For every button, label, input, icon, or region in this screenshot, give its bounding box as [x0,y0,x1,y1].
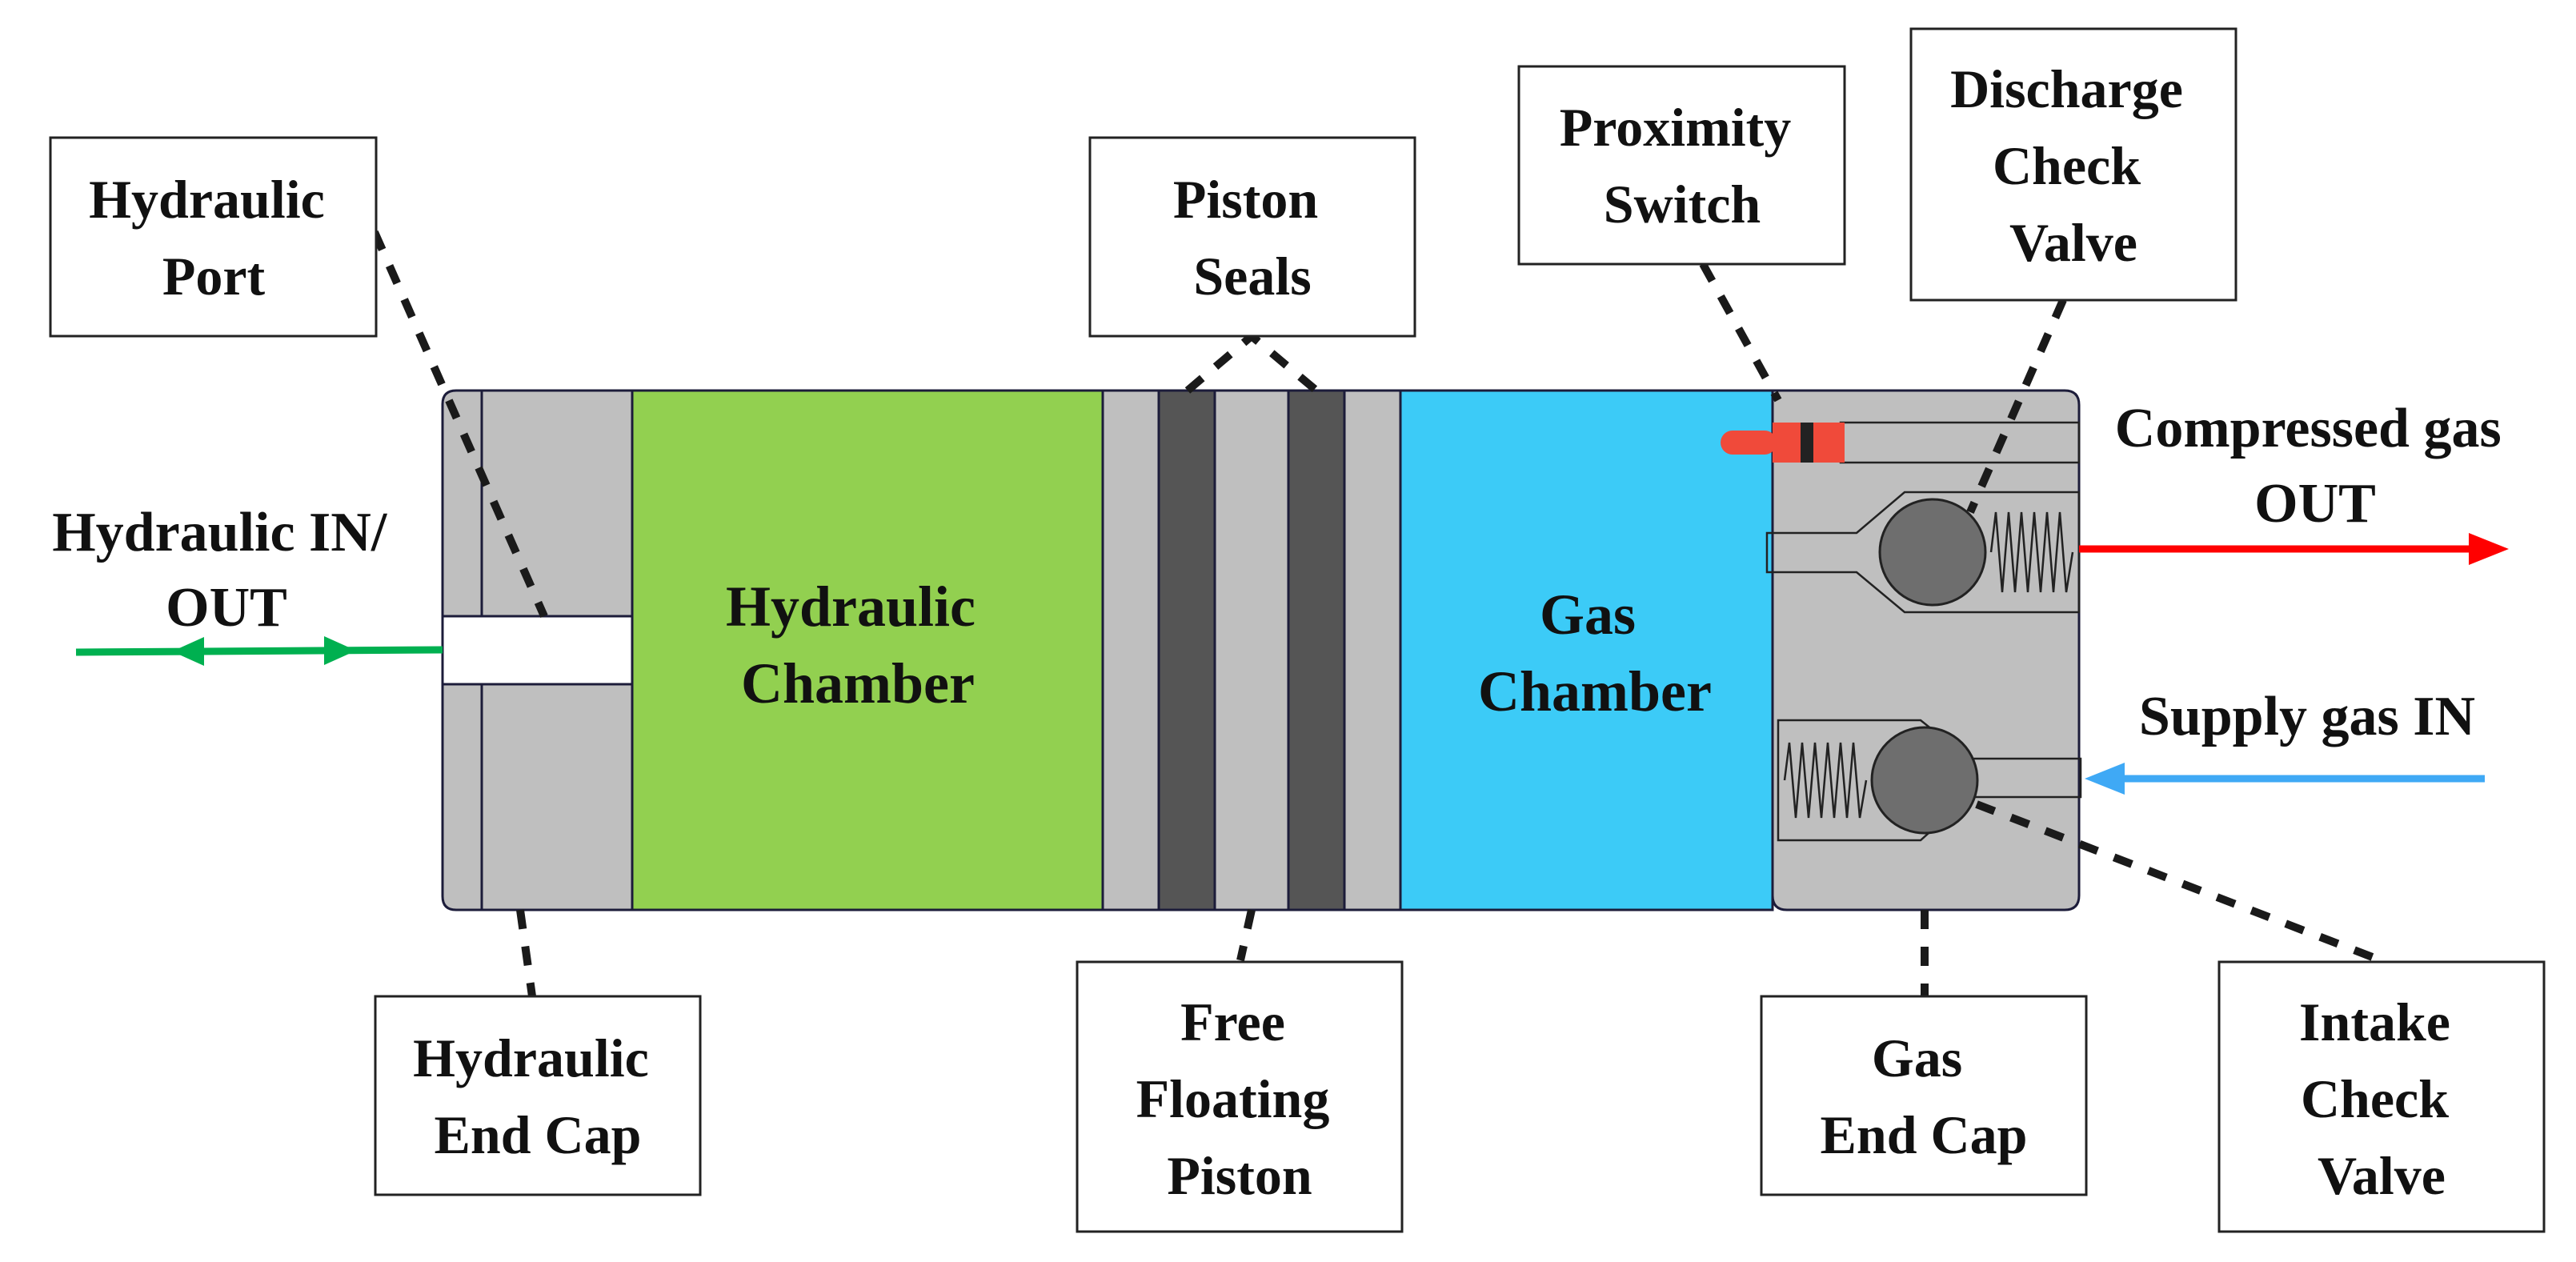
callout-free-floating-piston: Free Floating Piston [1076,960,1404,1233]
hydraulic-end-cap-line-2: End Cap [435,1104,642,1165]
intake-valve-line-2: Check [2301,1068,2449,1129]
callout-piston-seals: Piston Seals [1088,136,1416,338]
label-compressed-gas-out: Compressed gas OUT [2115,398,2515,535]
piston-core [1101,389,1402,911]
hydraulic-in-out-line-2: OUT [166,577,287,639]
svg-text:Free Floating Pist: Free Floating Piston [1136,992,1344,1206]
piston-seals-line-1: Piston [1173,169,1318,230]
hydraulic-arrow-right [324,636,356,665]
hydraulic-port-channel [441,615,634,686]
svg-text:Discharge Check Va: Discharge Check Valve [1950,58,2197,273]
callout-hydraulic-port: Hydraulic Port [49,136,378,338]
hydraulic-port-line-2: Port [162,246,266,306]
svg-text:Proximity Switch: Proximity Switch [1560,97,1805,234]
leader-piston-seals [1184,331,1320,394]
label-hydraulic-in-out: Hydraulic IN/ OUT [52,502,401,639]
compressed-gas-flow-line [2079,533,2509,565]
hydraulic-chamber-line-1: Hydraulic [726,575,976,639]
discharge-valve-line-1: Discharge [1950,58,2183,119]
free-floating-piston-body [1101,389,1402,911]
callout-hydraulic-end-cap: Hydraulic End Cap [374,995,702,1196]
discharge-valve-spring [1989,511,2074,593]
label-hydraulic-chamber: Hydraulic Chamber [726,575,990,715]
hydraulic-in-out-line-1: Hydraulic IN/ [52,502,388,563]
callout-gas-end-cap: Gas End Cap [1760,995,2088,1196]
svg-text:Hydraulic Port: Hydraulic Port [89,169,339,306]
label-supply-gas-in: Supply gas IN [2139,686,2475,747]
svg-text:Intake Check Valve: Intake Check Valve [2299,992,2464,1206]
proximity-switch-line-2: Switch [1604,174,1761,234]
supply-gas-line-1: Supply gas IN [2139,686,2475,747]
leader-proximity-switch [1699,262,1782,403]
callout-discharge-check-valve: Discharge Check Valve [1909,27,2237,302]
gas-end-cap-shape [1771,389,2081,911]
hydraulic-chamber [631,389,1104,911]
intake-valve-ball [1870,726,1979,835]
svg-text:Gas End Cap: Gas End Cap [1821,1028,2028,1165]
proximity-switch-band [1801,423,1813,463]
label-gas-chamber: Gas Chamber [1478,583,1712,723]
hydraulic-end-cap-line-1: Hydraulic [413,1028,649,1088]
intake-valve-spring [1783,742,1868,819]
discharge-valve-line-3: Valve [2009,212,2137,273]
gas-end-cap-line-2: End Cap [1821,1104,2028,1165]
piston-seal-right [1287,389,1346,911]
leader-hydraulic-port [371,230,548,619]
gas-chamber-line-1: Gas [1540,583,1636,647]
leader-discharge-valve [1966,298,2067,515]
discharge-check-valve [1765,491,2081,614]
compressed-gas-line-1: Compressed gas [2115,398,2502,459]
compressed-gas-line-2: OUT [2254,473,2376,535]
gas-end-cap-body [1721,389,2082,911]
discharge-valve-passage [1765,491,2081,614]
intake-check-valve [1777,719,2082,842]
callout-intake-check-valve: Intake Check Valve [2217,960,2546,1233]
proximity-switch-tip [1721,431,1777,455]
intake-valve-line-3: Valve [2318,1145,2446,1206]
gas-chamber-line-2: Chamber [1478,659,1712,723]
leader-free-floating-piston [1236,908,1256,962]
gas-end-cap-line-1: Gas [1872,1028,1962,1088]
free-floating-piston-line-1: Free [1180,992,1285,1052]
gas-chamber [1399,389,1774,911]
supply-gas-flow-line [2085,763,2485,795]
free-floating-piston-line-3: Piston [1167,1145,1312,1206]
hydraulic-flow-line [75,636,443,666]
supply-gas-arrow [2085,763,2125,795]
piston-seals-line-2: Seals [1193,246,1311,306]
svg-text:Piston Seals: Piston Seals [1173,169,1332,306]
hydraulic-chamber-line-2: Chamber [741,651,975,715]
svg-text:Hydraulic End Cap: Hydraulic End Cap [413,1028,663,1165]
piston-seal-left [1157,389,1216,911]
callout-proximity-switch: Proximity Switch [1517,65,1846,266]
intake-valve-line-1: Intake [2299,992,2450,1052]
discharge-valve-line-2: Check [1993,135,2141,196]
hydraulic-arrow-left [172,637,204,666]
discharge-valve-ball [1878,498,1987,607]
compressed-gas-arrow [2469,533,2509,565]
hydraulic-port-line-1: Hydraulic [89,169,325,230]
proximity-switch-line-1: Proximity [1560,97,1792,158]
hydraulic-end-cap-body [441,389,634,911]
free-floating-piston-line-2: Floating [1136,1068,1330,1129]
leader-hydraulic-end-cap [516,909,536,997]
